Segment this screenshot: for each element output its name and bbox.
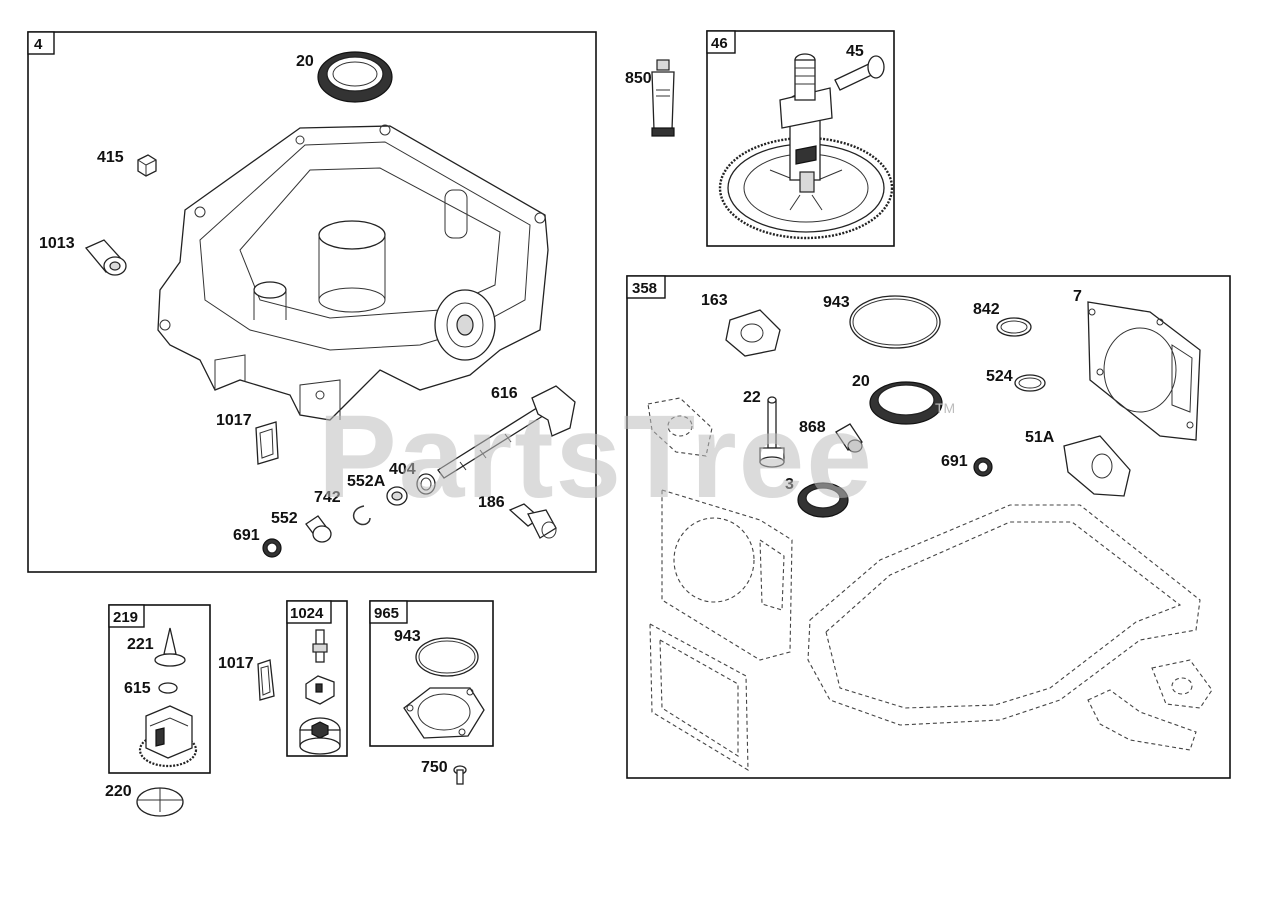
pin-45 bbox=[834, 55, 885, 91]
plug-415 bbox=[137, 154, 157, 177]
head-gasket-7 bbox=[1087, 301, 1201, 441]
screw-750 bbox=[453, 765, 467, 785]
group-tag-4-box bbox=[27, 31, 55, 55]
pump-rotor-inner bbox=[305, 675, 335, 705]
callout-1013: 1013 bbox=[39, 235, 75, 252]
callout-750: 750 bbox=[421, 759, 448, 776]
clip-742 bbox=[352, 505, 371, 526]
washer-404 bbox=[416, 473, 436, 495]
sump-housing bbox=[157, 124, 549, 421]
callout-3: 3 bbox=[785, 476, 794, 493]
callout-220: 220 bbox=[105, 783, 132, 800]
callout-415: 415 bbox=[97, 149, 124, 166]
washer-220 bbox=[136, 787, 184, 817]
group-box-358 bbox=[626, 275, 1231, 779]
sealant-tube-850 bbox=[651, 59, 675, 137]
callout-615: 615 bbox=[124, 680, 151, 697]
cylinder-head-gasket bbox=[661, 489, 793, 661]
gasket-curved bbox=[1087, 689, 1197, 751]
group-tag-965-box bbox=[369, 600, 408, 624]
callout-868: 868 bbox=[799, 419, 826, 436]
gasket-1017-a bbox=[255, 421, 279, 465]
group-box-4 bbox=[27, 31, 597, 573]
pump-rotor-outer bbox=[299, 717, 341, 755]
callout-850: 850 bbox=[625, 70, 652, 87]
group-tag-46-box bbox=[706, 30, 736, 54]
callout-691-a: 691 bbox=[233, 527, 260, 544]
sleeve-868 bbox=[835, 423, 863, 453]
group-tag-358: 358 bbox=[632, 280, 657, 297]
o-ring-943-a bbox=[849, 295, 941, 349]
valve-cover-gasket bbox=[649, 623, 749, 771]
callout-221: 221 bbox=[127, 636, 154, 653]
oil-seal-20 bbox=[317, 51, 393, 103]
callout-51a: 51A bbox=[1025, 429, 1055, 446]
callout-842: 842 bbox=[973, 301, 1000, 318]
seal-3 bbox=[797, 482, 849, 518]
group-tag-358-box bbox=[626, 275, 666, 299]
sump-gasket bbox=[807, 504, 1201, 726]
callout-943-a: 943 bbox=[823, 294, 850, 311]
callout-552: 552 bbox=[271, 510, 298, 527]
camshaft-gear bbox=[718, 53, 894, 240]
gasket-small-left bbox=[647, 397, 713, 457]
fitting-186 bbox=[508, 503, 557, 539]
bushing-1013 bbox=[84, 239, 127, 276]
pin-221 bbox=[154, 627, 186, 667]
gasket-1017-b bbox=[257, 659, 275, 701]
seal-691-b bbox=[973, 457, 993, 477]
group-box-965 bbox=[369, 600, 494, 747]
group-box-219 bbox=[108, 604, 211, 774]
callout-20-b: 20 bbox=[852, 373, 870, 390]
callout-742: 742 bbox=[314, 489, 341, 506]
group-tag-1024-box bbox=[286, 600, 332, 624]
gasket-51a bbox=[1063, 435, 1131, 497]
group-tag-965: 965 bbox=[374, 605, 399, 622]
bushing-552a bbox=[386, 486, 408, 506]
bushing-552 bbox=[305, 515, 332, 543]
callout-1017-b: 1017 bbox=[218, 655, 254, 672]
governor-shaft-616 bbox=[437, 385, 576, 479]
callout-1017-a: 1017 bbox=[216, 412, 252, 429]
gasket-small-right bbox=[1151, 659, 1213, 709]
callout-404: 404 bbox=[389, 461, 416, 478]
callout-7: 7 bbox=[1073, 288, 1082, 305]
callout-22: 22 bbox=[743, 389, 761, 406]
ring-615 bbox=[158, 682, 178, 694]
callout-524: 524 bbox=[986, 368, 1013, 385]
group-tag-46: 46 bbox=[711, 35, 728, 52]
callout-943-b: 943 bbox=[394, 628, 421, 645]
callout-163: 163 bbox=[701, 292, 728, 309]
pump-cover-gasket bbox=[403, 687, 485, 739]
bolt-22 bbox=[759, 396, 785, 468]
callout-691-b: 691 bbox=[941, 453, 968, 470]
o-ring-943-b bbox=[415, 637, 479, 677]
pump-shaft bbox=[312, 629, 328, 663]
group-box-46 bbox=[706, 30, 895, 247]
callout-616: 616 bbox=[491, 385, 518, 402]
callout-45: 45 bbox=[846, 43, 864, 60]
group-tag-4: 4 bbox=[34, 36, 43, 53]
gasket-163 bbox=[725, 309, 781, 357]
callout-552a: 552A bbox=[347, 473, 386, 490]
governor-gear bbox=[138, 705, 198, 768]
oil-seal-20-b bbox=[869, 381, 943, 425]
watermark-tm: TM bbox=[935, 400, 955, 416]
group-tag-1024: 1024 bbox=[290, 605, 324, 622]
group-tag-219-box bbox=[108, 604, 145, 628]
group-tag-219: 219 bbox=[113, 609, 138, 626]
callout-186: 186 bbox=[478, 494, 505, 511]
callout-20-a: 20 bbox=[296, 53, 314, 70]
watermark: PartsTree bbox=[318, 391, 874, 523]
seal-691-a bbox=[262, 538, 282, 558]
